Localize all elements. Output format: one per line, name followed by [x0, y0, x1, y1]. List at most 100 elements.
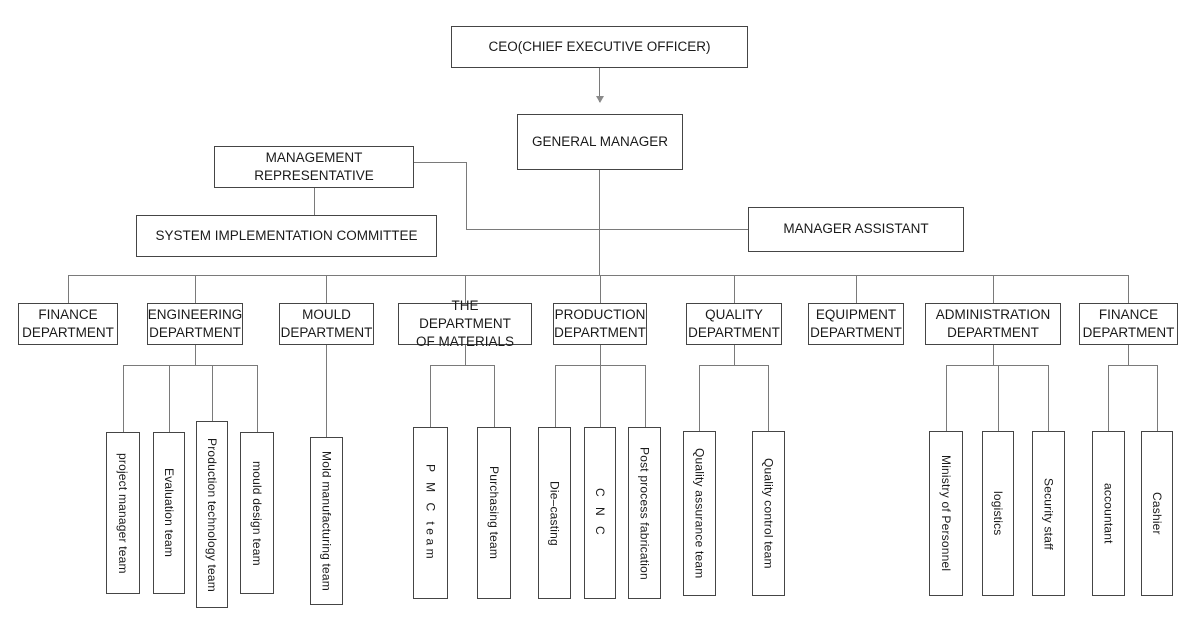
node-label-finance-department-left: FINANCE DEPARTMENT [22, 306, 114, 340]
connector-engineering-drop-1 [123, 365, 124, 432]
node-label-quality-assurance-team: Quality assurance team [692, 448, 707, 579]
node-finance-department-left[interactable]: FINANCE DEPARTMENT [18, 303, 118, 345]
node-production-technology-team[interactable]: Production technology team [196, 421, 228, 608]
ceo-to-gm-arrowhead [596, 96, 604, 103]
connector-finance-right-drop-2 [1157, 365, 1158, 431]
node-the-department-of-materials[interactable]: THE DEPARTMENT OF MATERIALS [398, 298, 532, 349]
node-die-casting-team[interactable]: Die–casting [538, 427, 571, 599]
connector-mould-stem [326, 345, 327, 437]
connector-materials-drop-2 [494, 365, 495, 427]
node-label-general-manager: GENERAL MANAGER [531, 133, 669, 149]
node-label-ceo: CEO(CHIEF EXECUTIVE OFFICER) [488, 38, 711, 54]
connector-engineering-stem [195, 345, 196, 366]
node-ceo[interactable]: CEO(CHIEF EXECUTIVE OFFICER) [451, 26, 748, 68]
node-label-mold-manufacturing-team: Mold manufacturing team [319, 451, 334, 591]
node-label-production-technology-team: Production technology team [205, 437, 220, 592]
node-mould-department[interactable]: MOULD DEPARTMENT [279, 303, 374, 345]
node-label-engineering-department: ENGINEERING DEPARTMENT [147, 306, 243, 340]
connector-mgmt-rep-elbow-to-gm [466, 229, 600, 230]
node-label-evaluation-team: Evaluation team [162, 468, 177, 558]
node-label-quality-department: QUALITY DEPARTMENT [688, 306, 780, 340]
connector-engineering-drop-4 [257, 365, 258, 432]
node-label-the-department-of-materials: THE DEPARTMENT OF MATERIALS [415, 297, 514, 350]
connector-mgmt-rep-elbow-down [466, 162, 467, 230]
node-administration-department[interactable]: ADMINISTRATION DEPARTMENT [925, 303, 1061, 345]
node-label-pmc-team: P M C team [423, 463, 438, 563]
node-production-department[interactable]: PRODUCTION DEPARTMENT [553, 303, 647, 345]
node-label-system-implementation-committee: SYSTEM IMPLEMENTATION COMMITTEE [155, 227, 418, 243]
node-label-quality-control-team: Quality control team [761, 458, 776, 569]
connector-gm-down-to-bus [599, 170, 600, 276]
node-finance-department-right[interactable]: FINANCE DEPARTMENT [1079, 303, 1178, 345]
node-label-equipment-department: EQUIPMENT DEPARTMENT [810, 306, 902, 340]
node-management-representative[interactable]: MANAGEMENT REPRESENTATIVE [214, 146, 414, 188]
node-cnc-team[interactable]: C N C [584, 427, 616, 599]
node-equipment-department[interactable]: EQUIPMENT DEPARTMENT [808, 303, 904, 345]
connector-administration-bus [946, 365, 1049, 366]
node-engineering-department[interactable]: ENGINEERING DEPARTMENT [147, 303, 243, 345]
node-post-process-fabrication-team[interactable]: Post process fabrication [628, 427, 661, 599]
node-pmc-team[interactable]: P M C team [413, 427, 448, 599]
node-label-accountant: accountant [1101, 483, 1116, 544]
node-system-implementation-committee[interactable]: SYSTEM IMPLEMENTATION COMMITTEE [136, 215, 437, 257]
node-quality-assurance-team[interactable]: Quality assurance team [683, 431, 716, 596]
connector-drop-equipment [856, 275, 857, 303]
node-label-administration-department: ADMINISTRATION DEPARTMENT [935, 306, 1051, 340]
connector-drop-materials [465, 275, 466, 303]
node-mold-manufacturing-team[interactable]: Mold manufacturing team [310, 437, 343, 605]
node-project-manager-team[interactable]: project manager team [106, 432, 140, 594]
node-quality-control-team[interactable]: Quality control team [752, 431, 785, 596]
connector-quality-drop-1 [699, 365, 700, 431]
connector-administration-stem [993, 345, 994, 366]
node-label-mould-department: MOULD DEPARTMENT [280, 306, 373, 340]
connector-drop-administration [993, 275, 994, 303]
connector-drop-finance-left [68, 275, 69, 303]
connector-quality-drop-2 [768, 365, 769, 431]
connector-main-bus [68, 275, 1128, 276]
node-label-cnc-team: C N C [593, 487, 608, 539]
node-cashier[interactable]: Cashier [1141, 431, 1173, 596]
node-label-logistics: logistics [991, 491, 1006, 536]
node-label-cashier: Cashier [1150, 492, 1165, 535]
node-purchasing-team[interactable]: Purchasing team [477, 427, 511, 599]
connector-engineering-bus [123, 365, 257, 366]
node-quality-department[interactable]: QUALITY DEPARTMENT [686, 303, 782, 345]
connector-ceo-to-gm-stem [599, 68, 600, 102]
connector-engineering-drop-3 [212, 365, 213, 421]
connector-production-drop-2 [600, 365, 601, 427]
connector-finance-right-bus [1108, 365, 1157, 366]
connector-drop-quality [734, 275, 735, 303]
connector-drop-mould [326, 275, 327, 303]
node-label-purchasing-team: Purchasing team [487, 466, 502, 560]
connector-production-drop-3 [645, 365, 646, 427]
node-security-staff[interactable]: Security staff [1032, 431, 1065, 596]
connector-quality-bus [699, 365, 769, 366]
node-label-production-department: PRODUCTION DEPARTMENT [554, 306, 646, 340]
node-mould-design-team[interactable]: mould design team [240, 432, 274, 594]
connector-production-stem [600, 345, 601, 366]
connector-drop-production [600, 275, 601, 303]
node-label-management-representative: MANAGEMENT REPRESENTATIVE [254, 149, 374, 183]
node-label-die-casting-team: Die–casting [547, 480, 562, 546]
connector-drop-engineering [195, 275, 196, 303]
node-accountant[interactable]: accountant [1092, 431, 1125, 596]
node-manager-assistant[interactable]: MANAGER ASSISTANT [748, 207, 964, 252]
node-label-post-process-fabrication-team: Post process fabrication [637, 446, 652, 580]
node-label-security-staff: Security staff [1041, 477, 1056, 550]
connector-drop-finance-right [1128, 275, 1129, 303]
connector-engineering-drop-2 [169, 365, 170, 432]
node-evaluation-team[interactable]: Evaluation team [153, 432, 185, 594]
node-label-mould-design-team: mould design team [250, 460, 265, 566]
connector-administration-drop-2 [998, 365, 999, 431]
node-general-manager[interactable]: GENERAL MANAGER [517, 114, 683, 170]
connector-administration-drop-3 [1048, 365, 1049, 431]
connector-finance-right-stem [1128, 345, 1129, 366]
connector-materials-bus [430, 365, 494, 366]
node-logistics[interactable]: logistics [982, 431, 1014, 596]
node-label-finance-department-right: FINANCE DEPARTMENT [1082, 306, 1175, 340]
connector-finance-right-drop-1 [1108, 365, 1109, 431]
node-ministry-of-personnel[interactable]: Ministry of Personnel [929, 431, 963, 596]
node-label-project-manager-team: project manager team [116, 452, 131, 574]
connector-mgmt-rep-to-committee [314, 188, 315, 216]
